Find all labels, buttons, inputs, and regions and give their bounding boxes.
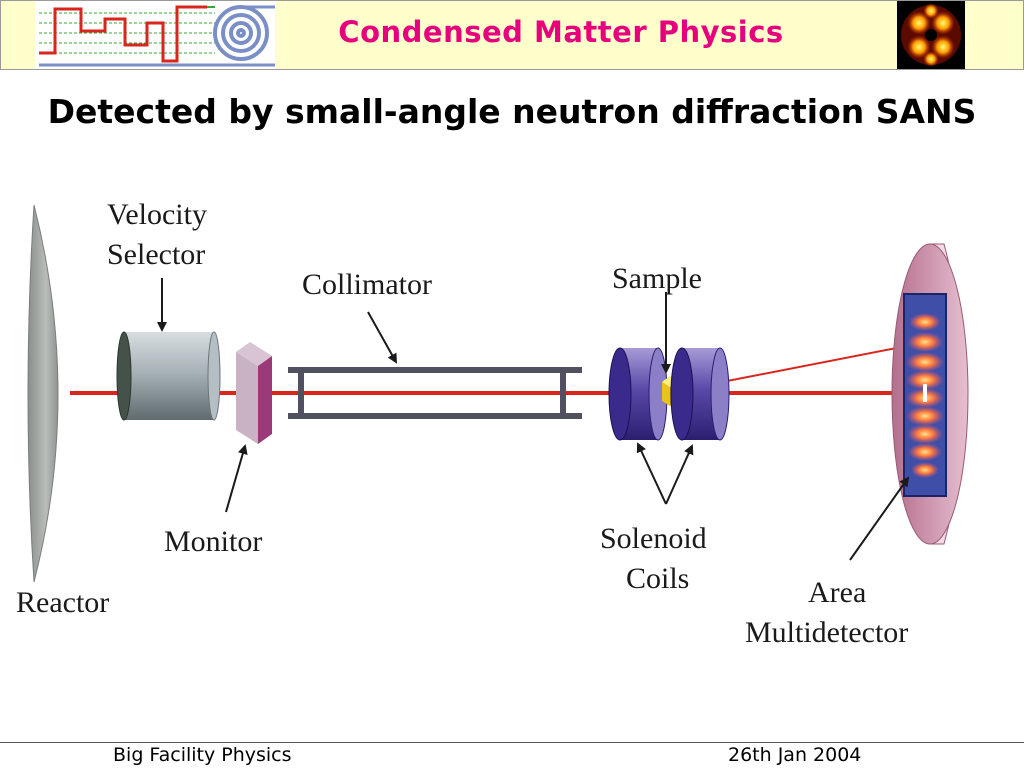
solenoid-coil-left bbox=[608, 347, 668, 441]
header-bar: Condensed Matter Physics bbox=[0, 0, 1024, 70]
footer-left-text: Big Facility Physics bbox=[113, 744, 292, 766]
footer-date: 26th Jan 2004 bbox=[728, 744, 862, 766]
diffraction-pattern-image bbox=[897, 1, 965, 69]
monitor-block bbox=[236, 342, 272, 444]
label-multidetector: Multidetector bbox=[745, 616, 908, 649]
label-reactor: Reactor bbox=[16, 586, 109, 619]
label-velocity: Velocity bbox=[107, 198, 207, 231]
solenoid-coil-right bbox=[670, 347, 730, 441]
footer-divider bbox=[0, 742, 1024, 743]
sans-instrument-diagram: Velocity Selector Collimator Sample Moni… bbox=[16, 198, 969, 649]
label-collimator: Collimator bbox=[302, 268, 432, 301]
area-multidetector bbox=[891, 243, 969, 545]
label-monitor: Monitor bbox=[164, 525, 262, 558]
scattering-pattern bbox=[906, 313, 944, 478]
header-title: Condensed Matter Physics bbox=[338, 15, 784, 49]
waveform-spiral-logo-icon bbox=[35, 1, 275, 69]
label-selector: Selector bbox=[107, 238, 205, 271]
reactor-shape bbox=[27, 204, 59, 583]
label-area: Area bbox=[808, 576, 866, 609]
label-solenoid: Solenoid bbox=[600, 522, 707, 555]
label-sample: Sample bbox=[612, 262, 702, 295]
collimator-tube bbox=[288, 367, 582, 419]
label-coils: Coils bbox=[626, 562, 689, 595]
slide-title: Detected by small-angle neutron diffract… bbox=[47, 92, 977, 131]
velocity-selector-cylinder bbox=[116, 331, 221, 421]
label-pointer-arrows bbox=[157, 278, 910, 561]
